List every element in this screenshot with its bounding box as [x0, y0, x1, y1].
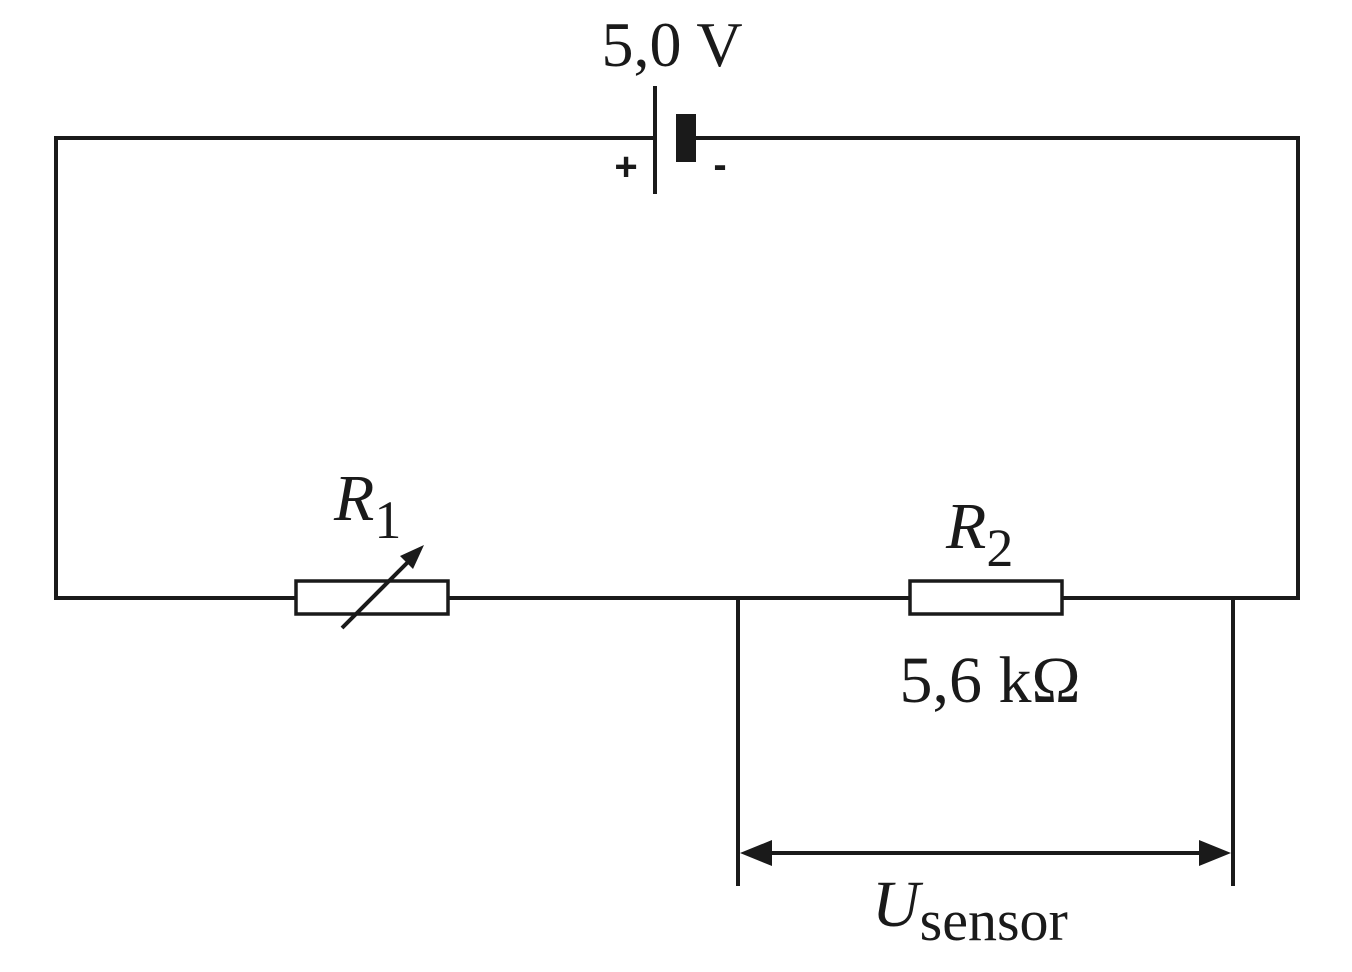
battery-plus-sign: +	[614, 145, 637, 189]
resistor-r2-symbol: R	[945, 490, 986, 563]
resistor-r1: R1	[294, 462, 450, 630]
sensor-voltage-symbol: U	[872, 868, 924, 941]
battery: 5,0 V + -	[601, 9, 743, 194]
arrow-left-icon	[740, 840, 772, 866]
circuit-wires	[54, 136, 1300, 600]
sensor-voltage-label: Usensor	[872, 868, 1068, 953]
resistor-r1-subscript: 1	[374, 490, 401, 550]
variable-arrow-shaft	[340, 556, 414, 630]
battery-negative-plate	[676, 114, 696, 162]
resistor-r1-symbol: R	[333, 462, 374, 535]
resistor-r2: R2 5,6 kΩ	[899, 490, 1080, 717]
resistor-r1-label: R1	[333, 462, 401, 550]
arrow-right-icon	[1199, 840, 1231, 866]
resistor-r2-subscript: 2	[986, 518, 1013, 578]
battery-voltage-label: 5,0 V	[601, 9, 742, 80]
resistor-r2-value: 5,6 kΩ	[899, 644, 1080, 717]
sensor-voltage-subscript: sensor	[920, 888, 1068, 953]
battery-minus-sign: -	[713, 143, 726, 187]
variable-arrow-icon	[400, 545, 424, 569]
resistor-r2-label: R2	[945, 490, 1013, 578]
sensor-voltage-measurement: Usensor	[736, 596, 1235, 953]
resistor-r2-body	[908, 579, 1064, 616]
